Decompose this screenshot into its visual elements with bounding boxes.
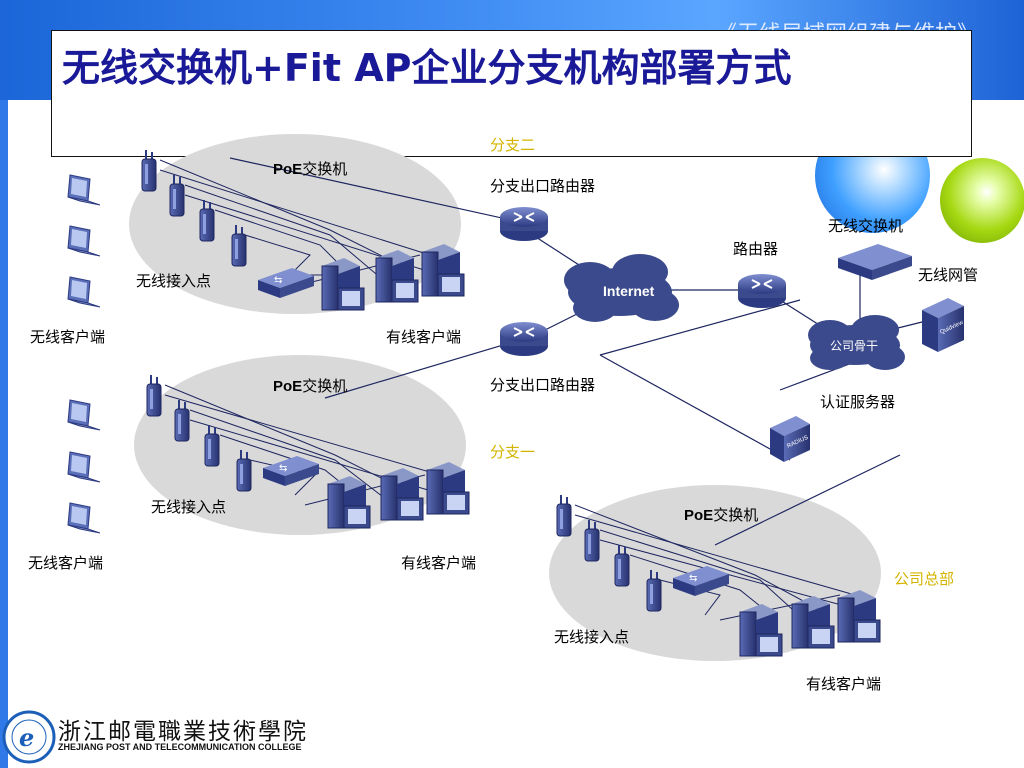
auth-server-label: 认证服务器 <box>820 393 896 411</box>
branch1-wireless-client-label: 无线客户端 <box>28 554 104 572</box>
left-accent-strip <box>0 100 8 768</box>
hq-label: 公司总部 <box>894 570 955 588</box>
branch1-poe-switch-label: PoE交换机 <box>273 375 347 396</box>
title-box: 无线交换机+Fit AP企业分支机构部署方式 <box>51 30 972 157</box>
internet-label: Internet <box>603 283 655 299</box>
wireless-mgmt-server <box>922 298 964 352</box>
hq-ap-label: 无线接入点 <box>554 628 630 646</box>
branch2-wired-client-label: 有线客户端 <box>386 328 462 346</box>
branch2-wireless-client-label: 无线客户端 <box>30 328 106 346</box>
branch2-poe-switch-label: PoE交换机 <box>273 158 347 179</box>
branch1-ap-label: 无线接入点 <box>151 498 227 516</box>
branch2-router-label: 分支出口路由器 <box>490 177 596 195</box>
poe-suffix: 交换机 <box>302 160 348 178</box>
poe-suffix: 交换机 <box>302 377 348 395</box>
backbone-label: 公司骨干 <box>830 339 878 353</box>
radius-server <box>770 416 810 462</box>
college-logo-icon: e <box>2 710 56 764</box>
branch2-label: 分支二 <box>490 136 536 154</box>
poe-prefix: PoE <box>684 507 714 524</box>
hq-wired-client-label: 有线客户端 <box>806 675 882 693</box>
branch1-router-label: 分支出口路由器 <box>490 376 596 394</box>
internet-cloud <box>564 254 679 322</box>
wireless-switch-device <box>838 244 912 280</box>
svg-text:e: e <box>19 723 34 752</box>
poe-suffix: 交换机 <box>713 506 759 524</box>
branch1-label: 分支一 <box>490 443 536 461</box>
router-label: 路由器 <box>733 240 779 258</box>
wireless-mgmt-label: 无线网管 <box>918 266 979 284</box>
backbone-cloud <box>808 315 905 370</box>
college-name-en: ZHEJIANG POST AND TELECOMMUNICATION COLL… <box>58 742 302 752</box>
hq-poe-switch-label: PoE交换机 <box>684 504 758 525</box>
poe-prefix: PoE <box>273 161 303 178</box>
slide-title: 无线交换机+Fit AP企业分支机构部署方式 <box>62 46 792 90</box>
wireless-switch-label: 无线交换机 <box>828 217 904 235</box>
branch2-ap-label: 无线接入点 <box>136 272 212 290</box>
poe-prefix: PoE <box>273 378 303 395</box>
branch1-wired-client-label: 有线客户端 <box>401 554 477 572</box>
decorative-green-sphere <box>940 158 1024 243</box>
college-name-cn: 浙江邮電職業技術學院 <box>58 719 308 745</box>
